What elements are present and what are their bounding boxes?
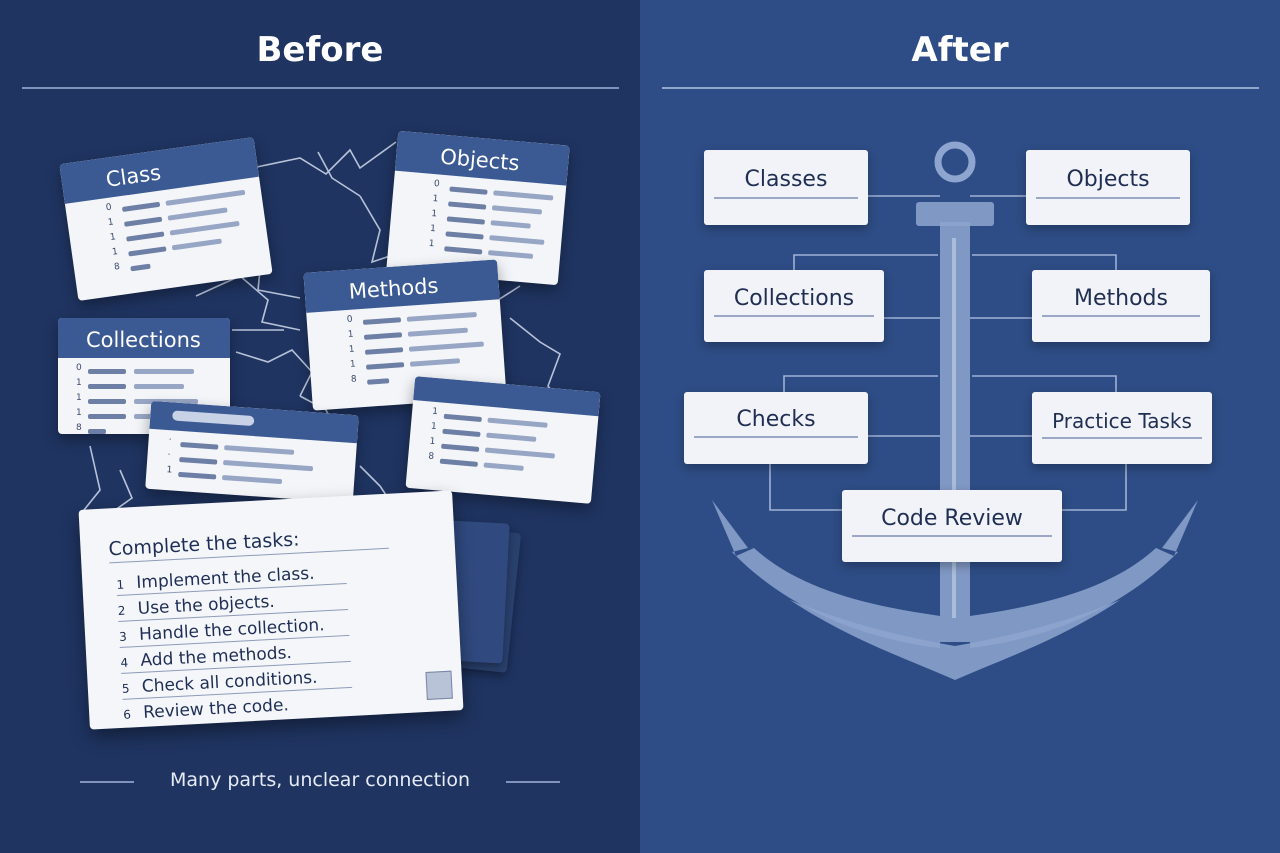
code-review-label: Code Review xyxy=(881,506,1023,531)
anchor-structure xyxy=(712,141,1198,680)
collections-label: Collections xyxy=(733,286,855,311)
untitled-card-right: 1 1 1 8 xyxy=(405,376,601,504)
before-panel: Before Class xyxy=(0,0,640,853)
methods-underline xyxy=(1042,315,1200,317)
untitled-card-center: · · 1 xyxy=(145,400,359,504)
after-divider xyxy=(662,87,1259,89)
methods-card-body: 0 1 1 1 8 xyxy=(306,299,505,393)
before-title: Before xyxy=(256,30,384,70)
before-divider xyxy=(22,87,619,89)
class-card: Class 0 1 1 1 8 xyxy=(59,137,273,301)
page-curl-icon xyxy=(425,670,453,700)
classes-underline xyxy=(714,197,858,199)
caption-dash-left xyxy=(80,781,134,783)
collections-box: Collections xyxy=(704,270,884,342)
task-sheet-title: Complete the tasks: xyxy=(108,528,301,561)
checks-box: Checks xyxy=(684,392,868,464)
methods-box: Methods xyxy=(1032,270,1210,342)
after-title: After xyxy=(911,30,1009,70)
practice-tasks-label: Practice Tasks xyxy=(1052,409,1192,433)
collections-card-title: Collections xyxy=(58,318,230,358)
before-caption: Many parts, unclear connection xyxy=(170,769,470,791)
methods-label: Methods xyxy=(1074,286,1168,311)
after-panel: After xyxy=(640,0,1280,853)
practice-tasks-box: Practice Tasks xyxy=(1032,392,1212,464)
code-review-box: Code Review xyxy=(842,490,1062,562)
collections-underline xyxy=(714,315,874,317)
practice-tasks-underline xyxy=(1042,437,1202,439)
anchor-icon xyxy=(712,141,1198,680)
classes-label: Classes xyxy=(744,167,828,192)
objects-label: Objects xyxy=(1066,167,1150,192)
code-review-underline xyxy=(852,535,1052,537)
objects-box: Objects xyxy=(1026,150,1190,225)
objects-underline xyxy=(1036,197,1180,199)
objects-card-body: 0 1 1 1 1 xyxy=(388,171,566,267)
caption-dash-right xyxy=(506,781,560,783)
classes-box: Classes xyxy=(704,150,868,225)
before-caption-row: Many parts, unclear connection xyxy=(80,768,560,794)
checks-label: Checks xyxy=(736,407,816,432)
checks-underline xyxy=(694,436,858,438)
